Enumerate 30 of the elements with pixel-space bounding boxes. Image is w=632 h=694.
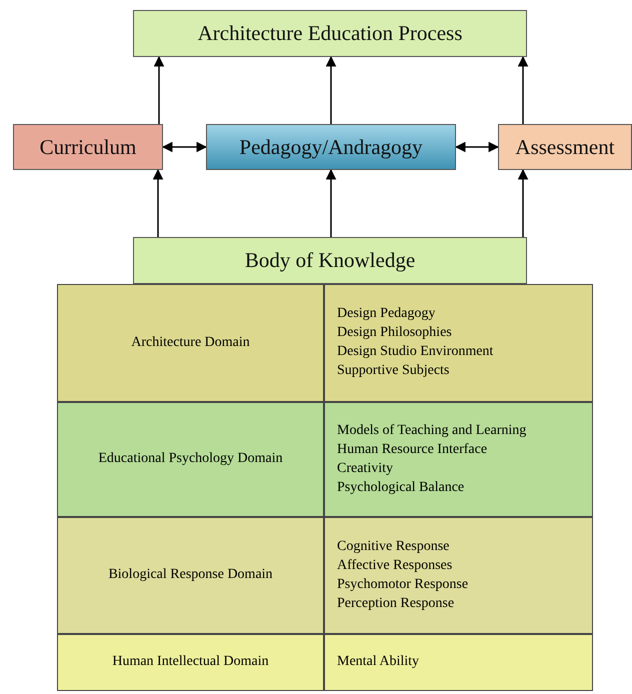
cell-text: Psychomotor Response	[337, 576, 468, 592]
cell-text: Affective Responses	[337, 558, 452, 574]
process-box: Curriculum	[13, 124, 163, 170]
arrow	[326, 168, 336, 237]
cell-text: Human Resource Interface	[337, 442, 488, 458]
cell-text: Educational Psychology Domain	[97, 451, 284, 467]
cell-text: Design Philosophies	[337, 325, 452, 341]
cell-text: Human Intellectual Domain	[111, 654, 270, 670]
cell-text: Perception Response	[337, 596, 454, 612]
cell-text: Design Pedagogy	[337, 306, 436, 322]
arrow	[152, 168, 164, 237]
process-box: Assessment	[498, 124, 632, 170]
cell-text: Creativity	[337, 460, 393, 476]
cell-text: Mental Ability	[337, 654, 420, 670]
cell-text: Design Studio Environment	[337, 344, 494, 360]
process-box: Pedagogy/Andragogy	[206, 124, 456, 170]
cell-text: Psychological Balance	[337, 480, 464, 496]
cell-text: Supportive Subjects	[337, 363, 450, 379]
cell-text: Cognitive Response	[337, 538, 450, 554]
cell-text: Architecture Domain	[130, 334, 251, 350]
process-box: Body of Knowledge	[133, 237, 527, 284]
arrow	[518, 56, 528, 124]
process-box: Architecture Education Process	[133, 10, 527, 57]
arrow	[454, 142, 500, 152]
arrow	[154, 56, 164, 124]
cell-text: Models of Teaching and Learning	[337, 422, 526, 438]
arrow	[326, 56, 336, 124]
arrow	[162, 142, 208, 152]
arrow	[518, 168, 528, 237]
cell-text: Biological Response Domain	[107, 567, 274, 583]
